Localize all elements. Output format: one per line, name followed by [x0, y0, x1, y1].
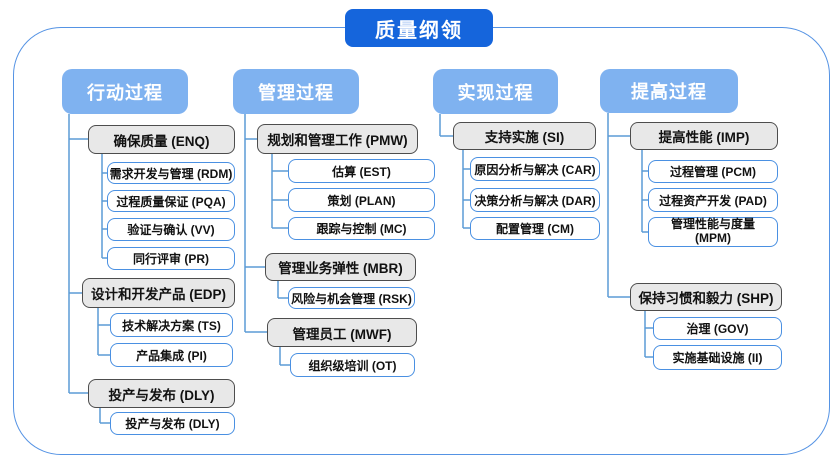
leaf-node-car: 原因分析与解决 (CAR) [470, 157, 600, 181]
header-management-process: 管理过程 [233, 69, 359, 114]
group-node-shp: 保持习惯和毅力 (SHP) [630, 283, 782, 311]
leaf-node-rdm: 需求开发与管理 (RDM) [107, 162, 235, 184]
leaf-node-pr: 同行评审 (PR) [107, 247, 235, 270]
leaf-node-rsk: 风险与机会管理 (RSK) [288, 287, 415, 309]
group-node-pmw: 规划和管理工作 (PMW) [257, 124, 418, 154]
leaf-node-mpm: 管理性能与度量 (MPM) [648, 217, 778, 247]
leaf-node-plan: 策划 (PLAN) [288, 188, 435, 212]
root-node-title: 质量纲领 [345, 9, 493, 47]
group-node-edp: 设计和开发产品 (EDP) [82, 278, 235, 308]
leaf-node-gov: 治理 (GOV) [653, 317, 782, 340]
header-realization-process: 实现过程 [433, 69, 558, 114]
leaf-node-pad: 过程资产开发 (PAD) [648, 188, 778, 212]
leaf-node-dar: 决策分析与解决 (DAR) [470, 188, 600, 212]
leaf-node-vv: 验证与确认 (VV) [107, 218, 235, 241]
leaf-node-pcm: 过程管理 (PCM) [648, 160, 778, 183]
leaf-node-mc: 跟踪与控制 (MC) [288, 217, 435, 240]
header-improvement-process: 提高过程 [600, 69, 738, 113]
group-node-dly: 投产与发布 (DLY) [88, 379, 235, 408]
group-node-enq: 确保质量 (ENQ) [88, 125, 235, 154]
group-node-imp: 提高性能 (IMP) [630, 122, 778, 150]
leaf-node-pqa: 过程质量保证 (PQA) [107, 190, 235, 212]
leaf-node-pi: 产品集成 (PI) [110, 343, 233, 367]
leaf-node-ts: 技术解决方案 (TS) [110, 313, 233, 337]
leaf-node-est: 估算 (EST) [288, 159, 435, 183]
group-node-mbr: 管理业务弹性 (MBR) [265, 253, 416, 281]
leaf-node-ot: 组织级培训 (OT) [290, 353, 415, 377]
leaf-node-ii: 实施基础设施 (II) [653, 345, 782, 370]
group-node-mwf: 管理员工 (MWF) [267, 318, 417, 347]
group-node-si: 支持实施 (SI) [453, 122, 596, 150]
leaf-node-cm: 配置管理 (CM) [470, 217, 600, 240]
leaf-node-dly: 投产与发布 (DLY) [110, 412, 235, 435]
header-action-process: 行动过程 [62, 69, 188, 114]
